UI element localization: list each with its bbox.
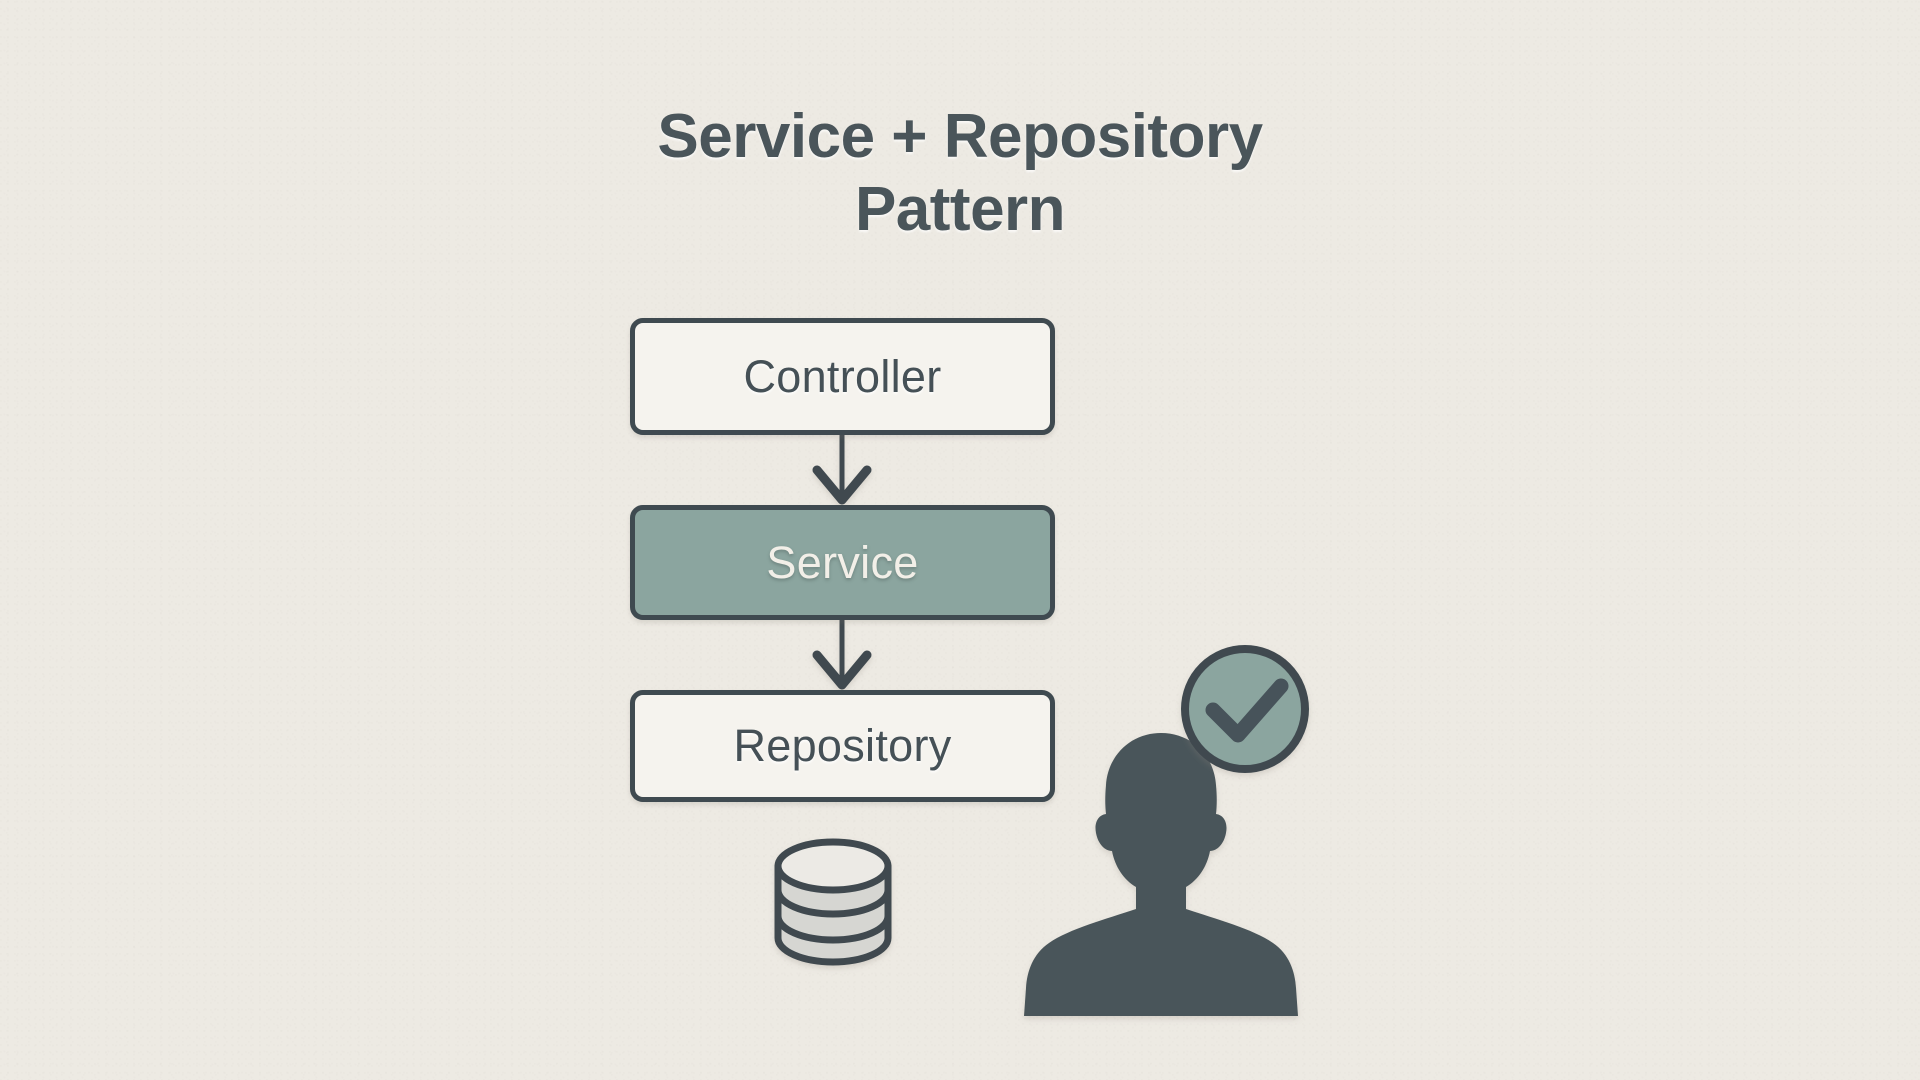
connector-service-to-repository xyxy=(812,620,872,690)
arrowhead-down-icon xyxy=(812,650,872,690)
node-service[interactable]: Service xyxy=(630,505,1055,620)
node-controller[interactable]: Controller xyxy=(630,318,1055,435)
page-title: Service + Repository Pattern xyxy=(0,100,1920,246)
node-controller-label: Controller xyxy=(743,350,942,402)
node-repository[interactable]: Repository xyxy=(630,690,1055,802)
arrowhead-down-icon xyxy=(812,465,872,505)
check-circle-badge-icon xyxy=(1181,645,1309,773)
node-service-label: Service xyxy=(766,536,919,588)
page-title-line-1: Service + Repository xyxy=(657,102,1263,171)
user-silhouette-icon xyxy=(1024,733,1298,1016)
checkmark-icon xyxy=(1205,678,1289,743)
node-repository-label: Repository xyxy=(733,720,952,771)
connector-controller-to-service xyxy=(812,435,872,505)
page-title-line-2: Pattern xyxy=(854,175,1066,245)
database-cylinder-icon xyxy=(774,838,892,966)
